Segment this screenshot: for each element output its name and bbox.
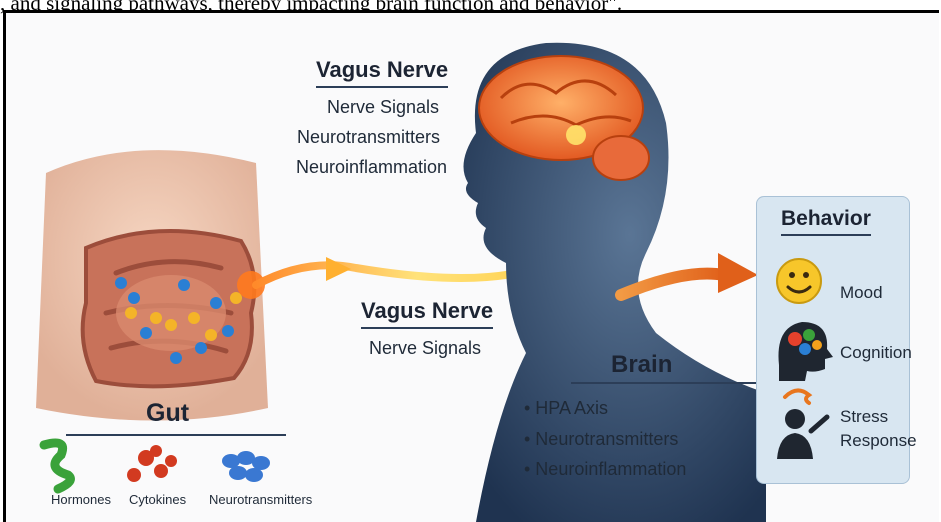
- behavior-item-stress: Stress: [840, 407, 888, 427]
- torso-illustration: [36, 150, 268, 420]
- vagus-top-item-2: Neurotransmitters: [297, 127, 440, 148]
- behavior-item-mood: Mood: [840, 283, 883, 303]
- behavior-item-cognition: Cognition: [840, 343, 912, 363]
- diagram-frame: Vagus Nerve Nerve Signals Neurotransmitt…: [3, 10, 939, 522]
- brain-title: Brain: [571, 351, 762, 384]
- brain-item-1: • HPA Axis: [524, 398, 608, 419]
- cytokine-icon: [127, 445, 177, 482]
- gut-icon-label-cytokines: Cytokines: [129, 492, 186, 507]
- neurotransmitter-icon: [222, 451, 270, 482]
- behavior-arrowhead: [718, 253, 758, 293]
- gut-divider: [66, 434, 286, 436]
- behavior-item-response: Response: [840, 431, 917, 451]
- head-gears-icon: [778, 322, 833, 381]
- vagus-top-item-3: Neuroinflammation: [296, 157, 447, 178]
- brain-item-3: • Neuroinflammation: [524, 459, 686, 480]
- vagus-top-item-1: Nerve Signals: [327, 97, 439, 118]
- behavior-panel: Behavior Mood Cognition St: [756, 196, 910, 484]
- vagus-mid-title: Vagus Nerve: [361, 298, 493, 329]
- gut-icon-label-neurotransmitters: Neurotransmitters: [209, 492, 312, 507]
- brain-item-2: • Neurotransmitters: [524, 429, 678, 450]
- gut-icon-label-hormones: Hormones: [51, 492, 111, 507]
- gut-title: Gut: [146, 399, 189, 428]
- nerve-arrowhead: [326, 257, 351, 281]
- smiley-icon: [777, 259, 821, 303]
- vagus-top-title: Vagus Nerve: [316, 57, 448, 88]
- vagus-mid-item-1: Nerve Signals: [369, 338, 481, 359]
- stressed-person-icon: [777, 390, 827, 459]
- hormone-icon: [44, 443, 70, 489]
